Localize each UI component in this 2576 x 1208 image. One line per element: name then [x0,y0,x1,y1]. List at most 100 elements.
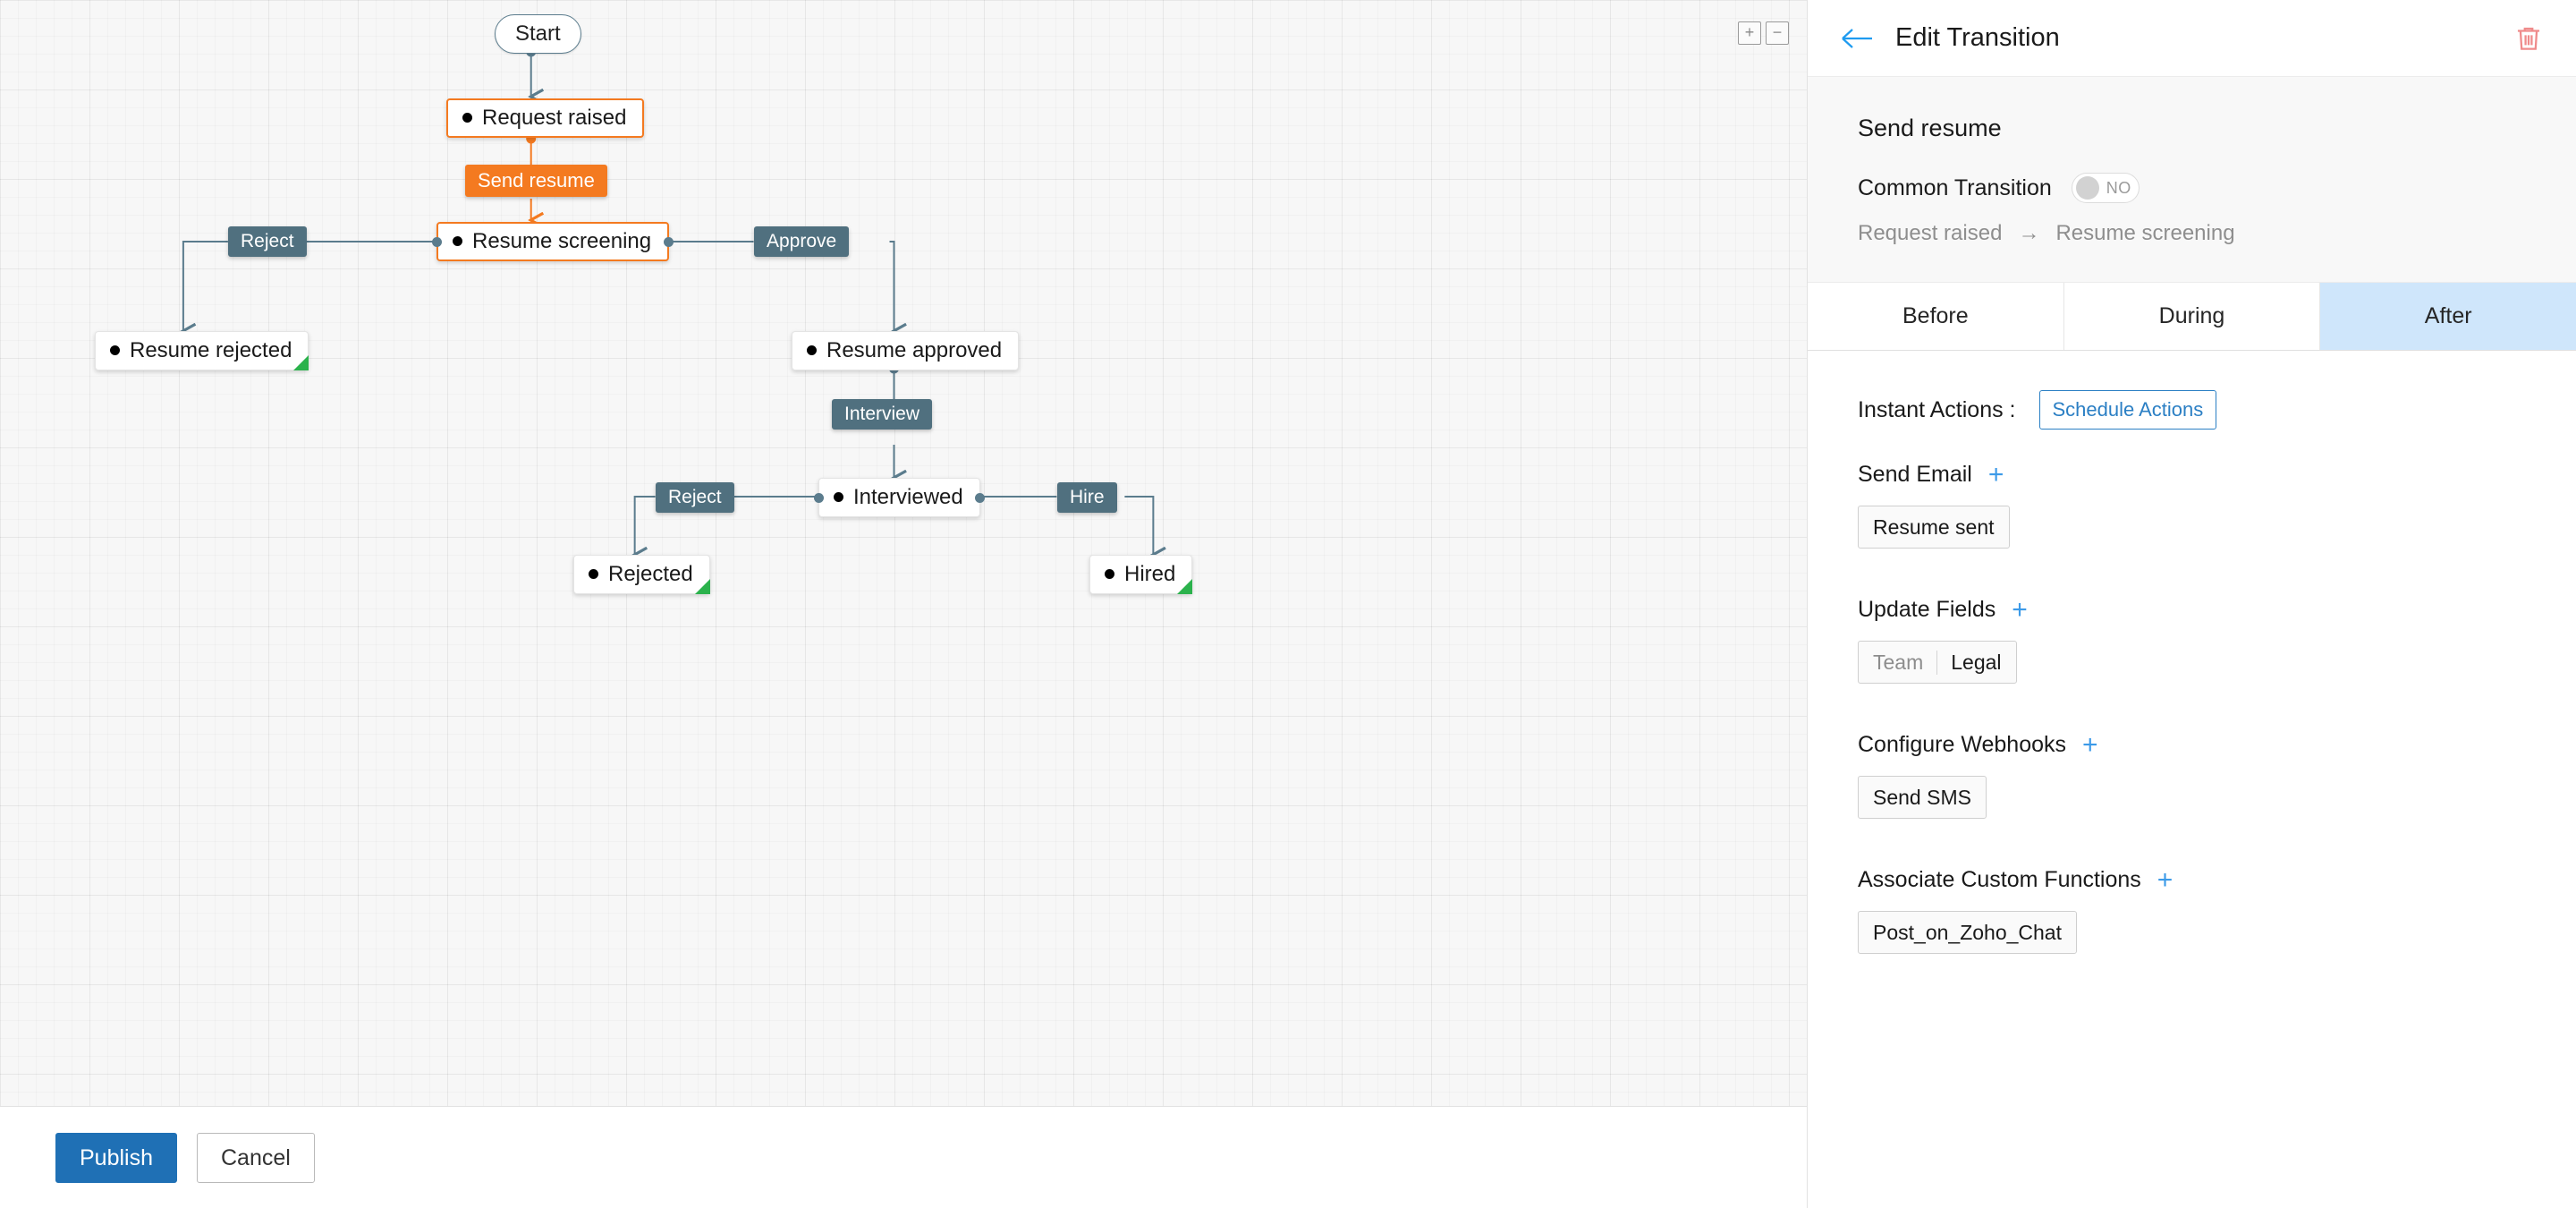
tab-after[interactable]: After [2320,283,2576,350]
configure-webhooks-header: Configure Webhooks + [1858,729,2526,760]
node-start-label: Start [495,14,581,54]
configure-webhooks-title: Configure Webhooks [1858,732,2067,757]
transition-flow: Request raised → Resume screening [1858,221,2526,246]
node-rejected[interactable]: Rejected [573,555,710,594]
canvas-pane: + − [0,0,1808,1208]
port-left-icon [432,236,442,247]
tab-during[interactable]: During [2063,283,2321,350]
state-dot-icon [1105,569,1114,579]
state-dot-icon [453,236,462,246]
delete-icon[interactable] [2513,23,2544,54]
transition-hire-label: Hire [1057,482,1117,513]
node-resume-screening-label: Resume screening [472,229,652,253]
node-resume-approved-label: Resume approved [826,338,1003,362]
zoom-in-button[interactable]: + [1738,21,1761,45]
transition-reject-1-label: Reject [228,226,307,257]
arrow-right-icon: → [2018,221,2040,245]
node-rejected-label: Rejected [608,562,693,586]
chip-post-on-zoho-chat-label: Post_on_Zoho_Chat [1873,920,2062,944]
node-request-raised[interactable]: Request raised [446,98,645,138]
zoom-out-button[interactable]: − [1766,21,1789,45]
node-resume-approved[interactable]: Resume approved [792,331,1020,370]
toggle-value: NO [2106,178,2131,197]
state-dot-icon [807,345,817,355]
node-resume-rejected[interactable]: Resume rejected [95,331,309,370]
schedule-actions-button[interactable]: Schedule Actions [2038,390,2217,430]
node-hired-label: Hired [1124,562,1176,586]
state-dot-icon [462,113,472,123]
port-left-icon [814,492,824,503]
back-arrow-icon[interactable] [1840,21,1874,55]
node-resume-screening-box[interactable]: Resume screening [436,222,670,261]
transition-reject-2-label: Reject [656,482,734,513]
chip-team-value: Legal [1951,650,2002,674]
node-interviewed-box[interactable]: Interviewed [818,478,980,517]
chip-send-sms-label: Send SMS [1873,785,1971,809]
node-resume-screening[interactable]: Resume screening [432,222,674,261]
toggle-knob-icon [2075,176,2099,200]
custom-functions-title: Associate Custom Functions [1858,867,2141,892]
instant-actions-row: Instant Actions : Schedule Actions [1858,390,2526,430]
flowchart-canvas[interactable]: + − [0,0,1807,1106]
tab-before[interactable]: Before [1808,283,2064,350]
common-transition-toggle[interactable]: NO [2071,173,2140,203]
send-email-header: Send Email + [1858,459,2526,489]
section-send-email: Send Email + Resume sent [1858,459,2526,586]
port-right-icon [664,236,674,247]
canvas-footer: Publish Cancel [0,1106,1807,1208]
common-transition-label: Common Transition [1858,174,2052,200]
publish-button[interactable]: Publish [55,1132,177,1183]
node-start[interactable]: Start [495,14,581,54]
transition-summary: Send resume Common Transition NO Request… [1808,77,2576,283]
chip-post-on-zoho-chat[interactable]: Post_on_Zoho_Chat [1858,911,2077,954]
chip-team-key: Team [1873,650,1938,675]
transition-interview-label: Interview [832,399,933,430]
transition-hire[interactable]: Hire [1057,482,1117,513]
transition-send-resume-label: Send resume [465,165,607,197]
port-right-icon [974,492,985,503]
state-dot-icon [589,569,598,579]
chip-resume-sent[interactable]: Resume sent [1858,506,2010,549]
instant-actions-label: Instant Actions : [1858,396,2016,422]
node-interviewed[interactable]: Interviewed [814,478,985,517]
node-resume-rejected-label: Resume rejected [130,338,292,362]
transition-approve-label: Approve [754,226,850,257]
panel-tabs: Before During After [1808,283,2576,351]
section-configure-webhooks: Configure Webhooks + Send SMS [1858,729,2526,856]
node-request-raised-box[interactable]: Request raised [446,98,645,138]
flow-from-state: Request raised [1858,221,2003,245]
state-dot-icon [834,492,843,502]
node-rejected-box[interactable]: Rejected [573,555,710,594]
node-resume-approved-box[interactable]: Resume approved [792,331,1020,370]
transition-reject-1[interactable]: Reject [228,226,307,257]
transition-approve[interactable]: Approve [754,226,850,257]
chip-team-legal[interactable]: Team Legal [1858,641,2017,684]
node-resume-rejected-box[interactable]: Resume rejected [95,331,309,370]
page-title: Edit Transition [1895,23,2060,52]
common-transition-row: Common Transition NO [1858,173,2526,203]
state-dot-icon [110,345,120,355]
flow-to-state: Resume screening [2055,221,2235,245]
add-update-field-icon[interactable]: + [2012,594,2028,625]
panel-body: Instant Actions : Schedule Actions Send … [1808,351,2576,1208]
transition-send-resume[interactable]: Send resume [465,165,607,197]
add-custom-function-icon[interactable]: + [2157,864,2174,895]
section-update-fields: Update Fields + Team Legal [1858,594,2526,721]
zoom-controls: + − [1738,21,1789,45]
section-custom-functions: Associate Custom Functions + Post_on_Zoh… [1858,864,2526,991]
node-hired-box[interactable]: Hired [1089,555,1193,594]
panel-header: Edit Transition [1808,0,2576,77]
node-hired[interactable]: Hired [1089,555,1193,594]
chip-send-sms[interactable]: Send SMS [1858,776,1987,819]
transition-reject-2[interactable]: Reject [656,482,734,513]
add-webhook-icon[interactable]: + [2082,729,2098,760]
cancel-button[interactable]: Cancel [197,1132,315,1183]
update-fields-title: Update Fields [1858,597,1996,622]
node-interviewed-label: Interviewed [853,485,963,509]
edit-transition-panel: Edit Transition Send resume Common Trans… [1808,0,2576,1208]
node-request-raised-label: Request raised [482,106,627,130]
chip-resume-sent-label: Resume sent [1873,515,1995,539]
transition-interview[interactable]: Interview [832,399,933,430]
add-send-email-icon[interactable]: + [1987,459,2004,489]
